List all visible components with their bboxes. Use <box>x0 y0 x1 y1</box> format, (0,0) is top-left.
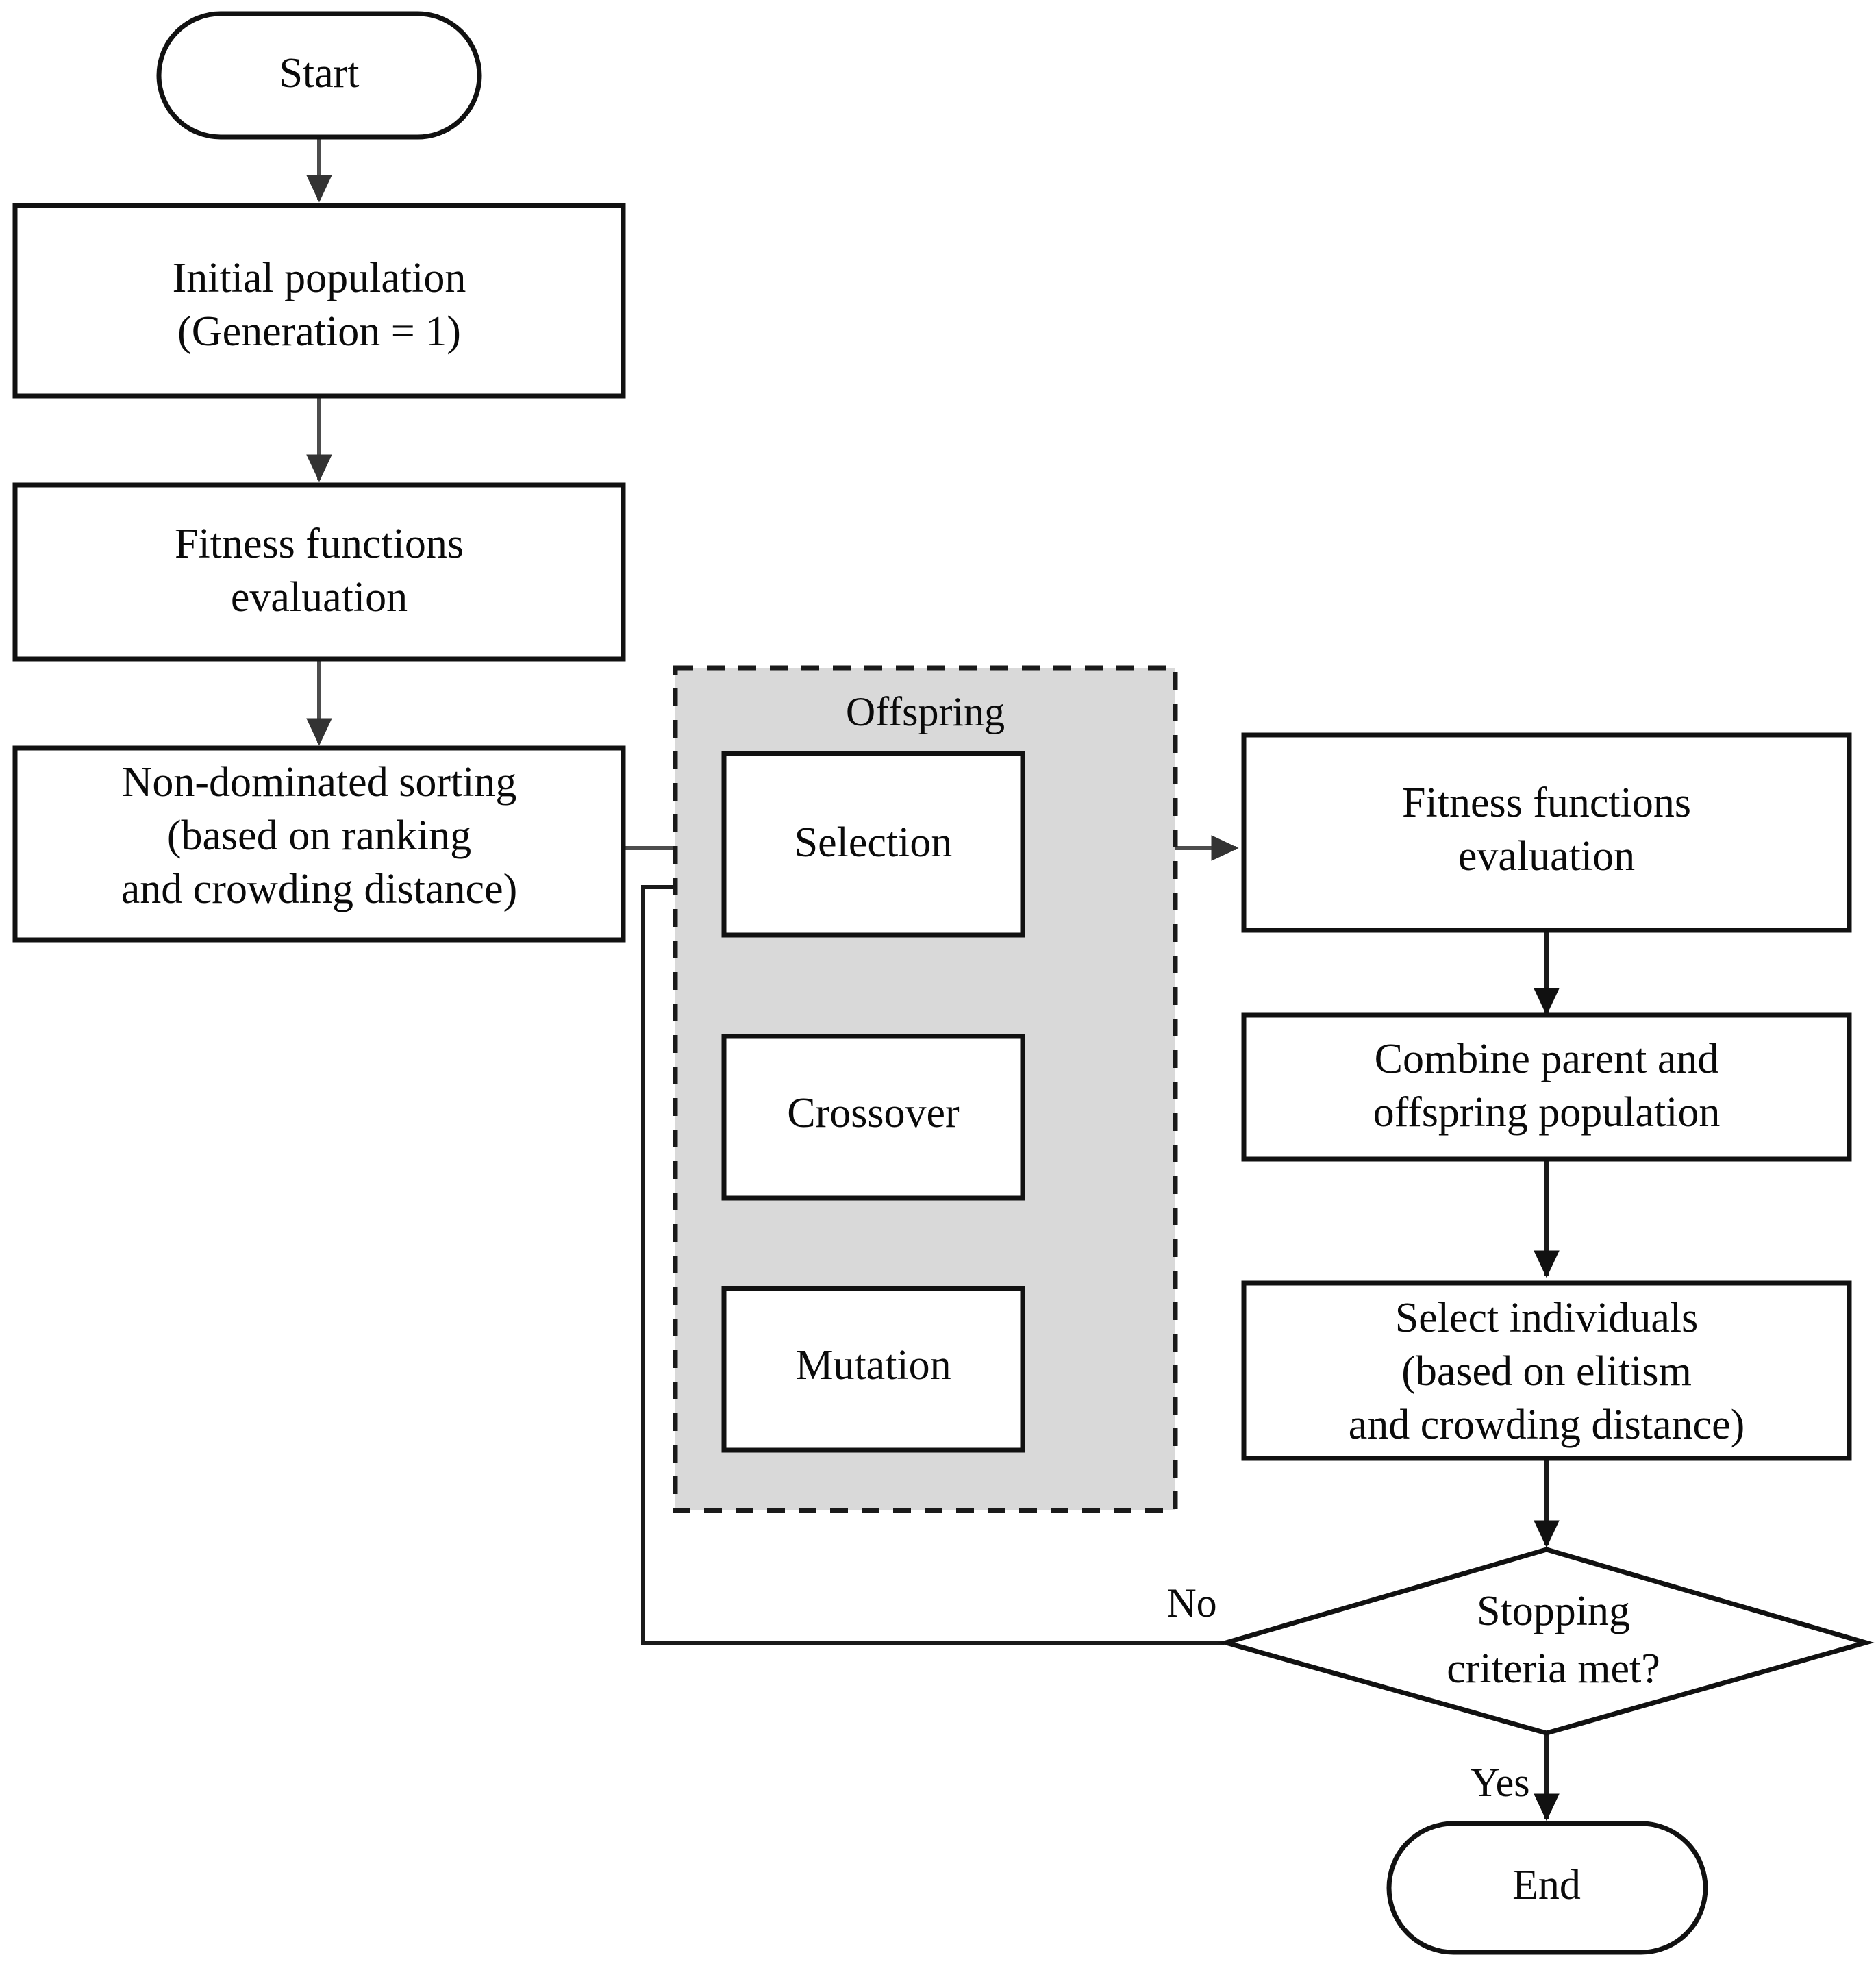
fitness-eval-right-line2: evaluation <box>1458 833 1635 880</box>
non-dominated-sorting-line2: (based on ranking <box>167 812 471 859</box>
node-combine-population[interactable]: Combine parent and offspring population <box>1241 1012 1852 1162</box>
fitness-eval-left-line1: Fitness functions <box>175 521 464 567</box>
combine-population-line2: offspring population <box>1373 1089 1721 1136</box>
node-stopping-criteria[interactable]: Stopping criteria met? <box>1217 1547 1875 1736</box>
offspring-group-label: Offspring <box>846 689 1005 734</box>
non-dominated-sorting-shape[interactable] <box>12 745 626 943</box>
select-individuals-line3: and crowding distance) <box>1349 1402 1744 1448</box>
crossover-label: Crossover <box>787 1090 960 1136</box>
initial-population-shape[interactable] <box>12 203 626 399</box>
crossover-shape[interactable] <box>721 1034 1025 1201</box>
node-fitness-eval-right[interactable]: Fitness functions evaluation <box>1241 732 1852 933</box>
node-select-individuals[interactable]: Select individuals (based on elitism and… <box>1241 1280 1852 1461</box>
end-label: End <box>1512 1862 1581 1908</box>
combine-population-shape[interactable] <box>1241 1012 1852 1162</box>
selection-label: Selection <box>795 819 953 866</box>
selection-shape[interactable] <box>721 751 1025 938</box>
initial-population-line1: Initial population <box>173 255 466 301</box>
select-individuals-line2: (based on elitism <box>1401 1348 1692 1395</box>
node-start[interactable]: Start <box>156 11 482 140</box>
edge-label-yes: Yes <box>1470 1760 1529 1805</box>
non-dominated-sorting-line1: Non-dominated sorting <box>122 759 517 806</box>
stopping-criteria-line1: Stopping <box>1477 1588 1630 1634</box>
fitness-eval-left-shape[interactable] <box>12 482 626 662</box>
start-shape[interactable] <box>156 11 482 140</box>
stopping-criteria-shape[interactable] <box>1217 1547 1875 1736</box>
fitness-eval-right-shape[interactable] <box>1241 732 1852 933</box>
node-initial-population[interactable]: Initial population (Generation = 1) <box>12 203 626 399</box>
node-crossover[interactable]: Crossover <box>721 1034 1025 1201</box>
edge-label-no: No <box>1166 1580 1216 1626</box>
node-non-dominated-sorting[interactable]: Non-dominated sorting (based on ranking … <box>12 745 626 943</box>
node-mutation[interactable]: Mutation <box>721 1286 1025 1453</box>
node-selection[interactable]: Selection <box>721 751 1025 938</box>
mutation-shape[interactable] <box>721 1286 1025 1453</box>
initial-population-line2: (Generation = 1) <box>177 308 461 355</box>
fitness-eval-left-line2: evaluation <box>231 574 408 621</box>
select-individuals-line1: Select individuals <box>1395 1295 1699 1341</box>
select-individuals-shape[interactable] <box>1241 1280 1852 1461</box>
fitness-eval-right-line1: Fitness functions <box>1402 780 1691 826</box>
node-end[interactable]: End <box>1386 1821 1708 1955</box>
mutation-label: Mutation <box>795 1342 951 1389</box>
stopping-criteria-line2: criteria met? <box>1447 1645 1660 1692</box>
non-dominated-sorting-line3: and crowding distance) <box>121 866 517 912</box>
node-fitness-eval-left[interactable]: Fitness functions evaluation <box>12 482 626 662</box>
start-label: Start <box>279 50 359 97</box>
combine-population-line1: Combine parent and <box>1375 1036 1719 1082</box>
end-shape[interactable] <box>1386 1821 1708 1955</box>
